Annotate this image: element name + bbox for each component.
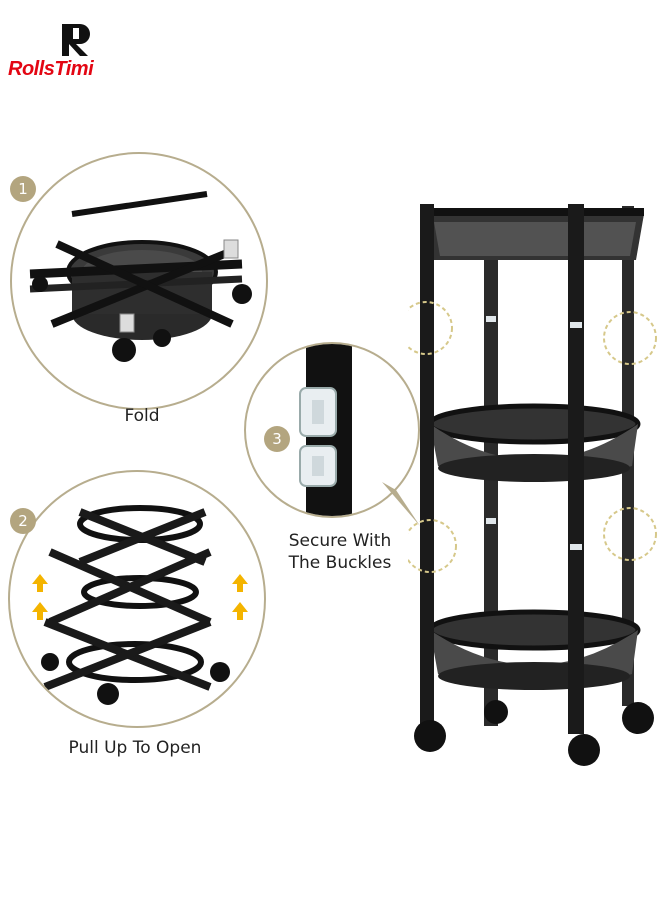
up-arrow-icon (32, 574, 248, 620)
step-2-caption: Pull Up To Open (68, 738, 202, 758)
brand-name: RollsTimi (8, 58, 94, 80)
storage-cart (408, 204, 657, 766)
step-3-caption: Secure With The Buckles (288, 531, 392, 573)
fold-illustration (10, 152, 268, 410)
step-1-badge: 1 (10, 176, 36, 202)
callout-pointer (382, 482, 420, 526)
logo-mark-icon (62, 24, 90, 56)
open-illustration (8, 470, 266, 728)
step-1-caption: Fold (124, 406, 160, 426)
step-2-badge: 2 (10, 508, 36, 534)
brand-logo: RollsTimi (8, 22, 148, 82)
step-3-badge: 3 (264, 426, 290, 452)
